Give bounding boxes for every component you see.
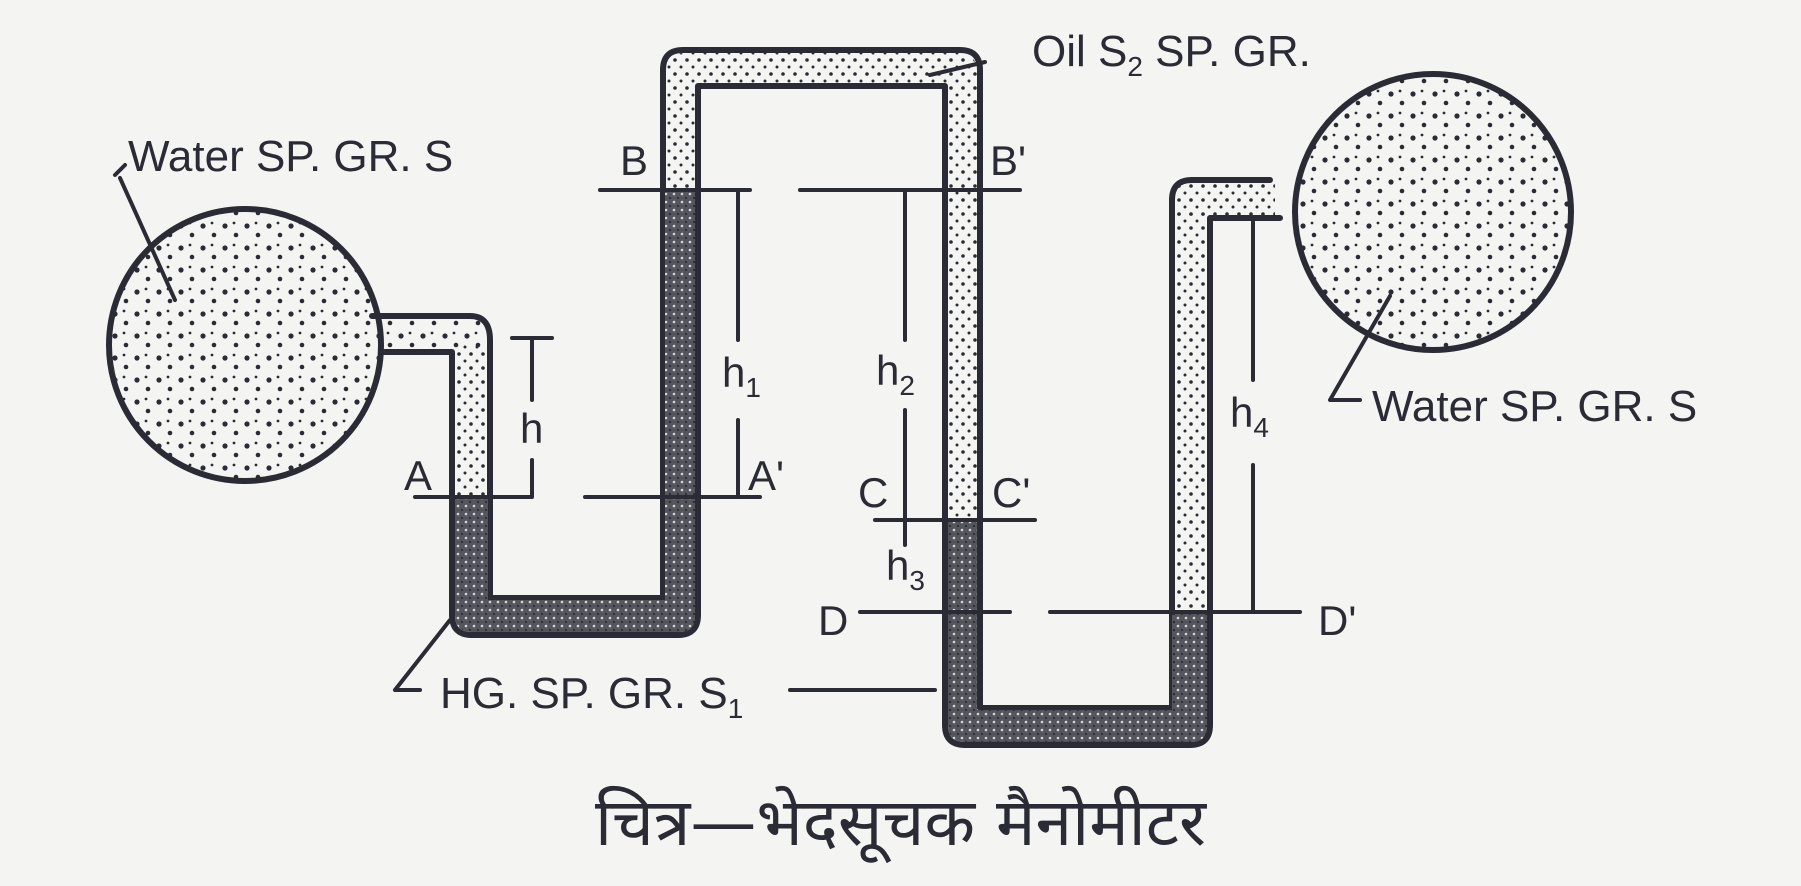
height-h4-base: h [1230,389,1254,436]
oil-label-suffix: SP. GR. [1142,27,1311,76]
height-h2-sub: 2 [899,370,915,401]
point-a-prime-label: A' [748,452,785,499]
height-arrows [510,190,1255,612]
point-b-label: B [620,137,649,184]
height-h2-label: h2 [876,350,915,400]
left-mercury-u-tube [449,187,701,638]
point-a-label: A [404,452,433,499]
height-h4-sub: 4 [1253,412,1269,443]
height-h3-sub: 3 [909,565,925,596]
point-c-prime-label: C' [992,469,1031,516]
leader-lines [113,60,1392,692]
height-h4-label: h4 [1230,392,1269,442]
height-h2-base: h [876,347,900,394]
right-u-tube [942,177,1283,748]
mercury-label-sub: 1 [727,693,744,724]
point-d-prime-label: D' [1318,597,1357,644]
height-h1-sub: 1 [745,372,761,403]
point-c-label: C [858,469,889,516]
point-b-prime-label: B' [990,137,1027,184]
height-h3-label: h3 [886,545,925,595]
height-h-label: h [520,408,543,450]
height-h-base: h [520,405,544,452]
right-water-bulb [1292,71,1574,353]
height-h1-label: h1 [722,352,761,402]
height-h3-base: h [886,542,910,589]
datum-lines [413,188,1302,614]
oil-label: Oil S2 SP. GR. [1032,30,1311,81]
height-h1-base: h [722,349,746,396]
oil-label-sub: 2 [1127,51,1143,82]
figure-caption: चित्र—भेदसूचक मैनोमीटर [594,784,1207,861]
mercury-label: HG. SP. GR. S1 [440,672,743,723]
mercury-label-prefix: HG. SP. GR. S [440,669,728,718]
right-bulb-label: Water SP. GR. S [1372,382,1698,431]
left-bulb-label: Water SP. GR. S [128,132,454,181]
point-d-label: D [818,597,849,644]
left-water-bulb [106,206,493,500]
oil-label-prefix: Oil S [1032,27,1128,76]
oil-inverted-u-tube [660,47,983,523]
